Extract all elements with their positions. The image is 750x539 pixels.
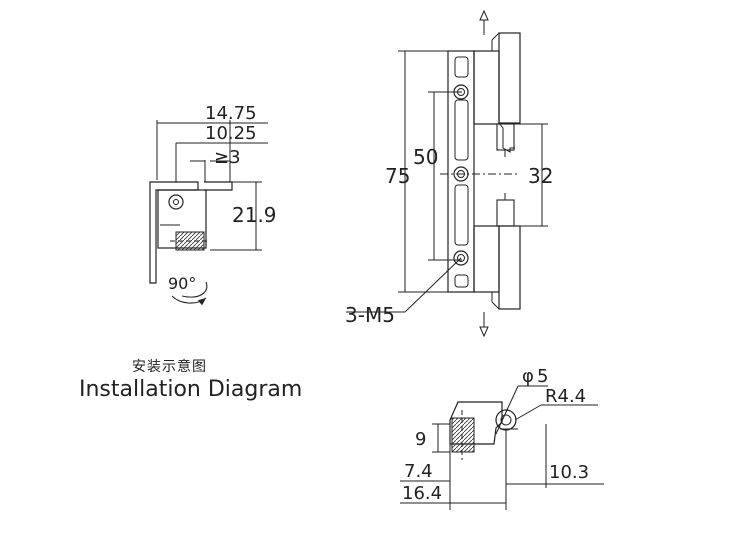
side-view bbox=[400, 385, 604, 510]
dim-14-75: 14.75 bbox=[205, 103, 257, 124]
front-view bbox=[346, 9, 548, 338]
dim-16-4: 16.4 bbox=[402, 483, 442, 504]
dim-10-25: 10.25 bbox=[205, 123, 257, 144]
dim-75: 75 bbox=[385, 164, 410, 188]
phi-icon: φ bbox=[522, 366, 534, 387]
dim-7-4: 7.4 bbox=[404, 461, 433, 482]
dim-32: 32 bbox=[528, 164, 553, 188]
dim-10-3: 10.3 bbox=[549, 462, 589, 483]
dim-21-9: 21.9 bbox=[232, 203, 277, 227]
dim-5: 5 bbox=[537, 366, 548, 387]
dim-90-deg: 90° bbox=[168, 274, 196, 293]
dim-3-m5: 3-M5 bbox=[345, 303, 395, 327]
dim-9: 9 bbox=[415, 429, 426, 450]
dim-r4-4: R4.4 bbox=[545, 386, 586, 407]
dim-50: 50 bbox=[413, 145, 438, 169]
caption-english: Installation Diagram bbox=[79, 377, 303, 402]
installation-view bbox=[149, 120, 268, 306]
caption-chinese: 安装示意图 bbox=[132, 359, 207, 375]
dim-min-3: ≥3 bbox=[214, 147, 241, 168]
